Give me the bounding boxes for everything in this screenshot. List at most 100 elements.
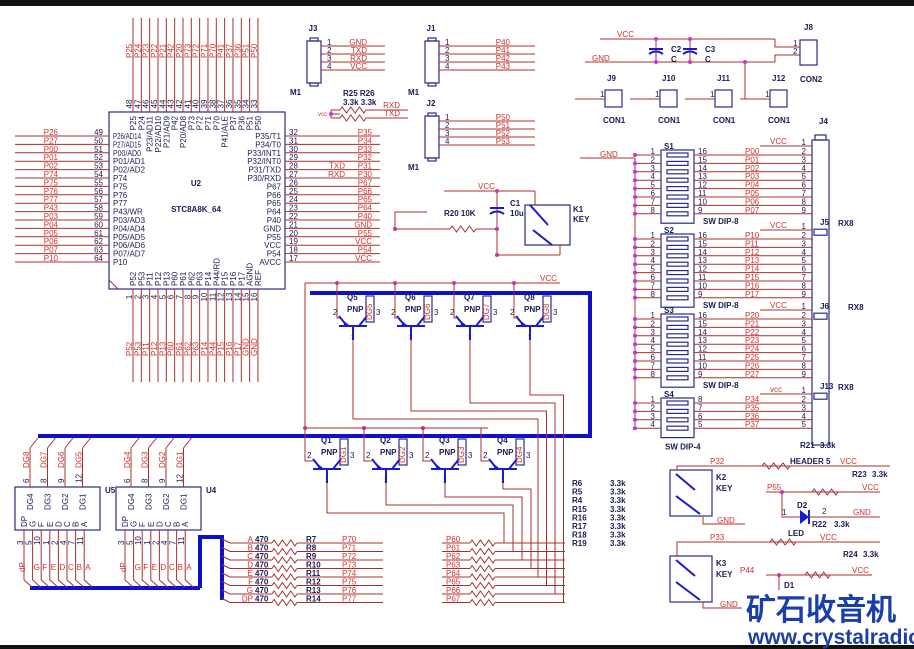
net-label: P32	[358, 153, 373, 162]
resistor-value: 470	[255, 544, 269, 553]
pin-number: 3	[409, 451, 414, 460]
pin-number: 2	[333, 308, 338, 317]
switch-slider	[666, 236, 689, 242]
junction-dot	[633, 317, 637, 321]
net-label: P74	[44, 170, 59, 179]
cap-value: 10u	[510, 209, 524, 218]
net-label: P33	[710, 533, 725, 542]
net-label: P20	[175, 43, 184, 58]
net-label: P22	[150, 43, 159, 58]
switch-slider	[666, 324, 689, 330]
net-label: P62	[446, 552, 461, 561]
pin-number: 31	[289, 136, 298, 145]
pin-name: P40	[267, 216, 282, 225]
transistor-dg-net: DG5	[365, 303, 374, 320]
net-label: GND	[853, 508, 871, 517]
pin-number: 1	[445, 38, 450, 47]
pin-number: 1	[651, 395, 656, 404]
header-body	[306, 40, 322, 84]
resistor-value: 470	[255, 569, 269, 578]
header-body	[424, 40, 440, 84]
key-type: KEY	[573, 215, 590, 224]
junction-dot	[633, 287, 637, 292]
switch-ref: S3	[664, 306, 674, 315]
wire	[394, 211, 427, 229]
net-label: P36	[745, 412, 760, 421]
pin-number: 5	[651, 265, 656, 274]
net-label: GND	[592, 54, 610, 63]
segment-resistor	[271, 547, 298, 556]
pin-number: 25	[289, 187, 298, 196]
pin-number: 4	[59, 540, 68, 545]
digit-net: DG6	[57, 451, 66, 468]
net-label: P67	[358, 178, 373, 187]
net-label: P26	[745, 361, 760, 370]
rx-type: RX8	[848, 303, 864, 312]
switch-slider	[666, 186, 689, 192]
junction-dot	[633, 245, 637, 250]
transistor-arrow	[318, 464, 323, 469]
test-point-box	[714, 89, 733, 108]
junction-dot	[633, 161, 637, 166]
wire	[40, 579, 50, 588]
wire	[304, 428, 313, 462]
transistor-dg-tag	[542, 295, 552, 323]
net-label: P41	[217, 43, 226, 58]
net-label: P66	[446, 586, 461, 595]
transistor-type: PNP	[439, 448, 456, 457]
resistor-value: 3.3k	[610, 513, 626, 522]
pin-name: P15	[221, 271, 230, 286]
rx-ref: J13	[820, 382, 834, 391]
net-label: P42	[167, 43, 176, 58]
net-label: P71	[342, 544, 357, 553]
display-ref: U5	[105, 486, 116, 495]
net-label: P06	[745, 197, 760, 206]
resistor-value: 470	[255, 561, 269, 570]
pin-number: 1	[651, 147, 656, 156]
digit-pin-name: DG3	[44, 493, 53, 510]
rx-ref: J6	[820, 302, 829, 311]
rx-pack	[813, 312, 828, 320]
pin-number: 47	[133, 99, 142, 108]
transistor-dg-net: DG3	[457, 446, 466, 463]
net-label: GND	[349, 38, 367, 47]
pin-number: 16	[698, 311, 707, 320]
net-label: VCC	[770, 137, 787, 146]
cap-ref: C1	[510, 199, 521, 208]
net-label: P35	[745, 403, 760, 412]
resistor-value: 470	[255, 595, 269, 604]
segment-resistor	[271, 581, 298, 590]
junction-dot	[633, 186, 637, 191]
pin-name: P42	[171, 115, 180, 130]
pin-number: 10	[698, 197, 707, 206]
net-label: P70	[342, 535, 357, 544]
led-type: LED	[788, 529, 804, 538]
resistor-r20	[449, 225, 477, 233]
pin-number: 3	[802, 239, 807, 248]
switch-slider	[666, 366, 689, 372]
dip-switch-body	[660, 313, 695, 388]
resistor-label: R20 10K	[444, 209, 476, 218]
pin-number: 1	[651, 311, 656, 320]
pin-number: 34	[242, 99, 251, 108]
pin-number: 60	[94, 220, 103, 229]
segment-net: D	[59, 563, 65, 572]
bottom-border	[0, 645, 914, 649]
pin-name: P06/AD6	[113, 241, 146, 250]
pin-number: 53	[94, 162, 103, 171]
pin-number: 3	[651, 412, 656, 421]
pin-name: P50	[254, 115, 263, 130]
top-border	[0, 0, 914, 6]
net-label: P62	[183, 341, 192, 356]
wire	[352, 340, 539, 577]
pin-number: 2	[802, 395, 807, 404]
pin-number: 13	[698, 336, 707, 345]
pin-number: 8	[802, 281, 807, 290]
pin-number: 2	[327, 46, 332, 55]
pin-name: P67	[267, 182, 282, 191]
net-label: P50	[496, 113, 511, 122]
pin-number: 1	[600, 90, 605, 99]
net-label: P16	[225, 341, 234, 356]
junction-dot	[633, 333, 637, 338]
pin-number: 3	[117, 540, 126, 545]
